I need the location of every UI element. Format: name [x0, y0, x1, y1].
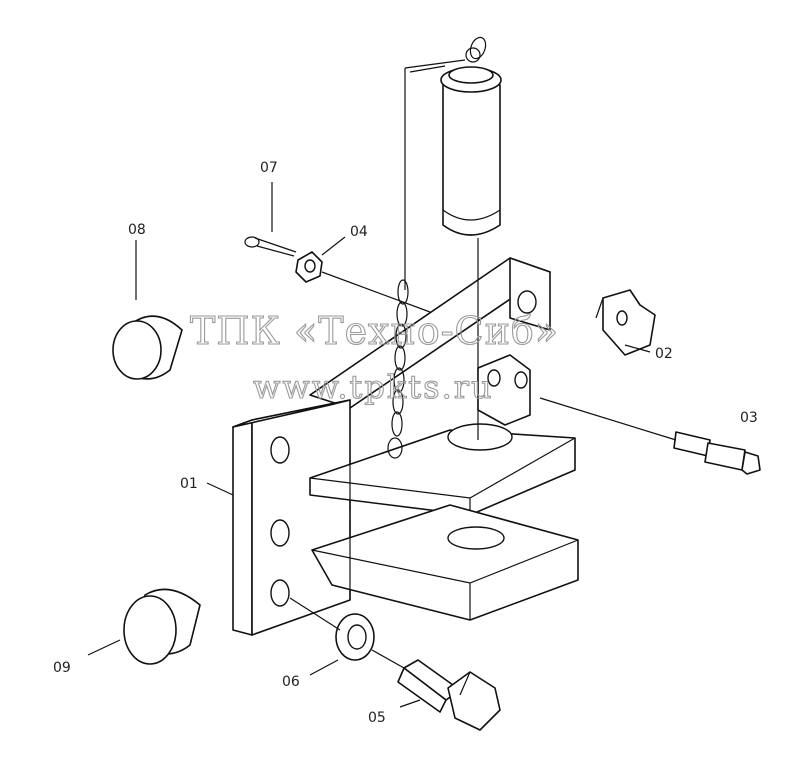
watermark-url: www.tpkts.ru [253, 368, 494, 406]
bracket-body [232, 257, 579, 636]
label-03: 03 [740, 410, 758, 426]
label-08: 08 [128, 222, 146, 238]
label-02: 02 [655, 346, 673, 362]
label-04: 04 [350, 224, 368, 240]
washer-06 [289, 597, 375, 676]
hinge-block [477, 354, 531, 426]
label-09: 09 [53, 660, 71, 676]
bolt-03 [539, 397, 761, 475]
pin [440, 36, 502, 440]
chain [387, 59, 466, 459]
label-07: 07 [260, 160, 278, 176]
leader-lines [206, 236, 651, 496]
cotter-pin-07 [244, 182, 297, 257]
nut-04 [295, 251, 431, 313]
cap-09 [87, 588, 201, 665]
latch-plate-02 [595, 289, 656, 356]
label-01: 01 [180, 476, 198, 492]
cap-08 [112, 240, 183, 380]
watermark-company: ТПК «Техно-Сиб» [190, 309, 559, 353]
label-06: 06 [282, 674, 300, 690]
bolt-05 [371, 649, 501, 731]
label-05: 05 [368, 710, 386, 726]
